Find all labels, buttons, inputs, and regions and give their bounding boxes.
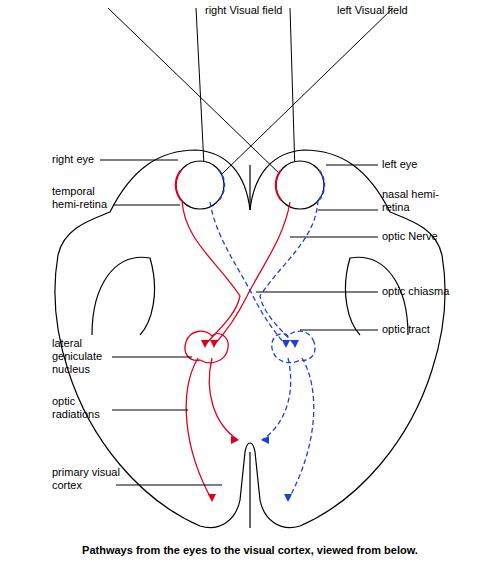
midline bbox=[249, 165, 250, 210]
leader-line bbox=[112, 357, 192, 358]
part-label: optic tract bbox=[382, 323, 430, 336]
synapse-arrow bbox=[291, 340, 299, 348]
synapse-arrow bbox=[210, 340, 218, 348]
leader-line bbox=[256, 292, 378, 293]
part-label: nasal hemi-retina bbox=[382, 188, 444, 214]
geniculate-nucleus bbox=[185, 331, 228, 363]
geniculate-nucleus bbox=[272, 331, 315, 363]
radiation-fibre bbox=[288, 358, 314, 500]
leader-line bbox=[116, 485, 222, 486]
synapse-arrow bbox=[284, 494, 292, 502]
nerve-fibre bbox=[260, 200, 318, 345]
leader-line bbox=[112, 410, 188, 411]
retina-arc bbox=[319, 170, 324, 200]
leader-line bbox=[114, 205, 180, 206]
temporal-lobe bbox=[92, 257, 155, 335]
eyes bbox=[176, 161, 325, 209]
retina-arc bbox=[219, 170, 224, 200]
leader-lines bbox=[100, 160, 378, 485]
midline bbox=[249, 452, 250, 528]
leader-line bbox=[100, 160, 178, 161]
part-label: optic Nerve bbox=[382, 230, 438, 243]
part-label: optic radiations bbox=[52, 395, 108, 421]
part-label: left eye bbox=[382, 158, 417, 171]
eye-ball bbox=[176, 161, 224, 209]
radiation-fibre bbox=[209, 358, 238, 440]
nerve-fibre bbox=[210, 202, 286, 345]
synapse-arrow bbox=[208, 494, 216, 502]
blue-pathway bbox=[210, 200, 318, 502]
nerve-fibre bbox=[214, 202, 290, 345]
field-label: left Visual field bbox=[337, 4, 408, 17]
part-label: optic chiasma bbox=[382, 285, 449, 298]
eye-ball bbox=[276, 161, 324, 209]
leader-line bbox=[318, 210, 378, 211]
figure-caption: Pathways from the eyes to the visual cor… bbox=[0, 544, 500, 556]
part-label: right eye bbox=[52, 153, 94, 166]
synapse-arrow bbox=[282, 340, 290, 348]
leader-line bbox=[290, 237, 378, 238]
part-label: primary visual cortex bbox=[52, 466, 122, 492]
part-label: temporal hemi-retina bbox=[52, 185, 114, 211]
leader-line bbox=[300, 330, 378, 331]
synapse-arrow bbox=[201, 340, 209, 348]
synapse-arrow bbox=[231, 436, 239, 444]
radiation-fibre bbox=[262, 358, 291, 440]
retina-arc bbox=[176, 170, 181, 200]
red-pathway bbox=[182, 200, 290, 502]
leader-line bbox=[326, 165, 378, 166]
radiation-fibre bbox=[186, 358, 212, 500]
synapse-arrow bbox=[261, 436, 269, 444]
part-label: lateral geniculate nucleus bbox=[52, 337, 110, 376]
field-label: right Visual field bbox=[205, 4, 282, 17]
retina-arc bbox=[276, 170, 281, 200]
